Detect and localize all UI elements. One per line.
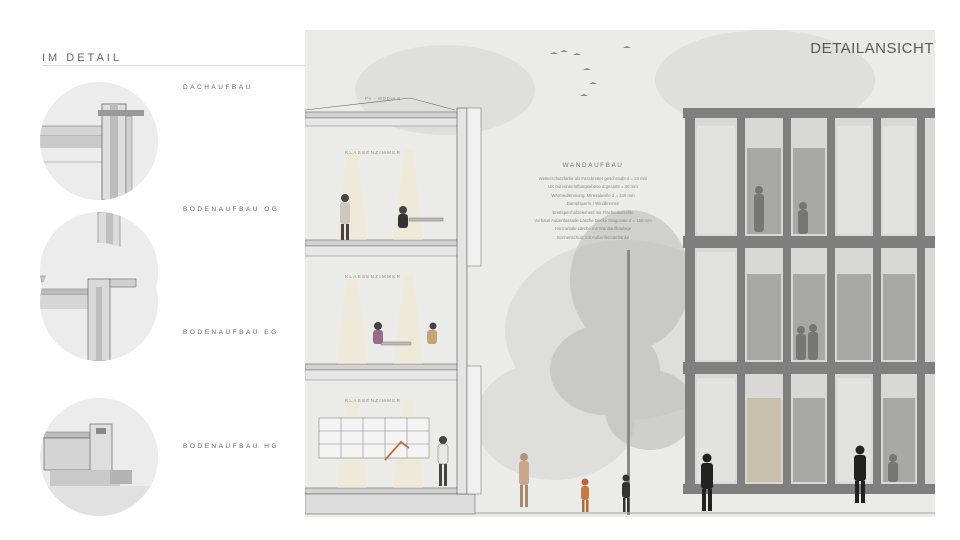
wall-layer: Wetterschutzfarbe als Fassbretter geschr… — [538, 176, 648, 181]
detail-view-panel — [305, 30, 935, 517]
wall-layer: Sonnenschutz mit Außenfensterbänke — [556, 234, 630, 240]
facade-and-section-drawing — [305, 30, 935, 515]
room-label-eg: KLASSENZIMMER — [345, 274, 402, 279]
wall-layer: Dampfsperre / Windbremse — [566, 201, 620, 207]
detail-label-bodenaufbau-eg: BODENAUFBAU EG — [183, 329, 279, 336]
section-title: IM DETAIL — [42, 52, 122, 64]
room-label-hg: KLASSENZIMMER — [345, 398, 402, 403]
room-label-og: KLASSENZIMMER — [345, 150, 402, 155]
detail-label-bodenaufbau-hg: BODENAUFBAU HG — [183, 443, 280, 450]
wall-layer: Brettsperrholzelement mit Flächenkalzeli… — [552, 209, 634, 215]
title-underline — [42, 65, 482, 66]
pv-module-label: PV - MODULE — [365, 96, 402, 101]
detail-view-title: DETAILANSICHT — [810, 40, 934, 57]
wall-layer: UK mit Hinterlüftungsebene d gesamt = 40… — [548, 184, 638, 190]
detail-label-bodenaufbau-og: BODENAUFBAU OG — [183, 206, 280, 213]
wall-legend-title: WANDAUFBAU — [562, 162, 624, 169]
wall-layers-legend: WANDAUFBAU Wetterschutzfarbe als Fassbre… — [488, 162, 698, 242]
wall-layer: Horizontale Lärche mit Wandaufbaulage — [554, 226, 632, 232]
detail-circle-bodenaufbau-hg — [40, 398, 158, 516]
detail-circle-bodenaufbau-eg-graphic — [40, 243, 158, 361]
detail-label-dachaufbau: DACHAUFBAU — [183, 84, 253, 91]
wall-layer: Wärmedämmung, Mineralwolle d = 240 mm — [551, 192, 635, 198]
detail-circle-dachaufbau — [40, 82, 158, 200]
wall-layer: Vorhaus Außenfassade Lasche Decke Diagon… — [534, 218, 652, 224]
